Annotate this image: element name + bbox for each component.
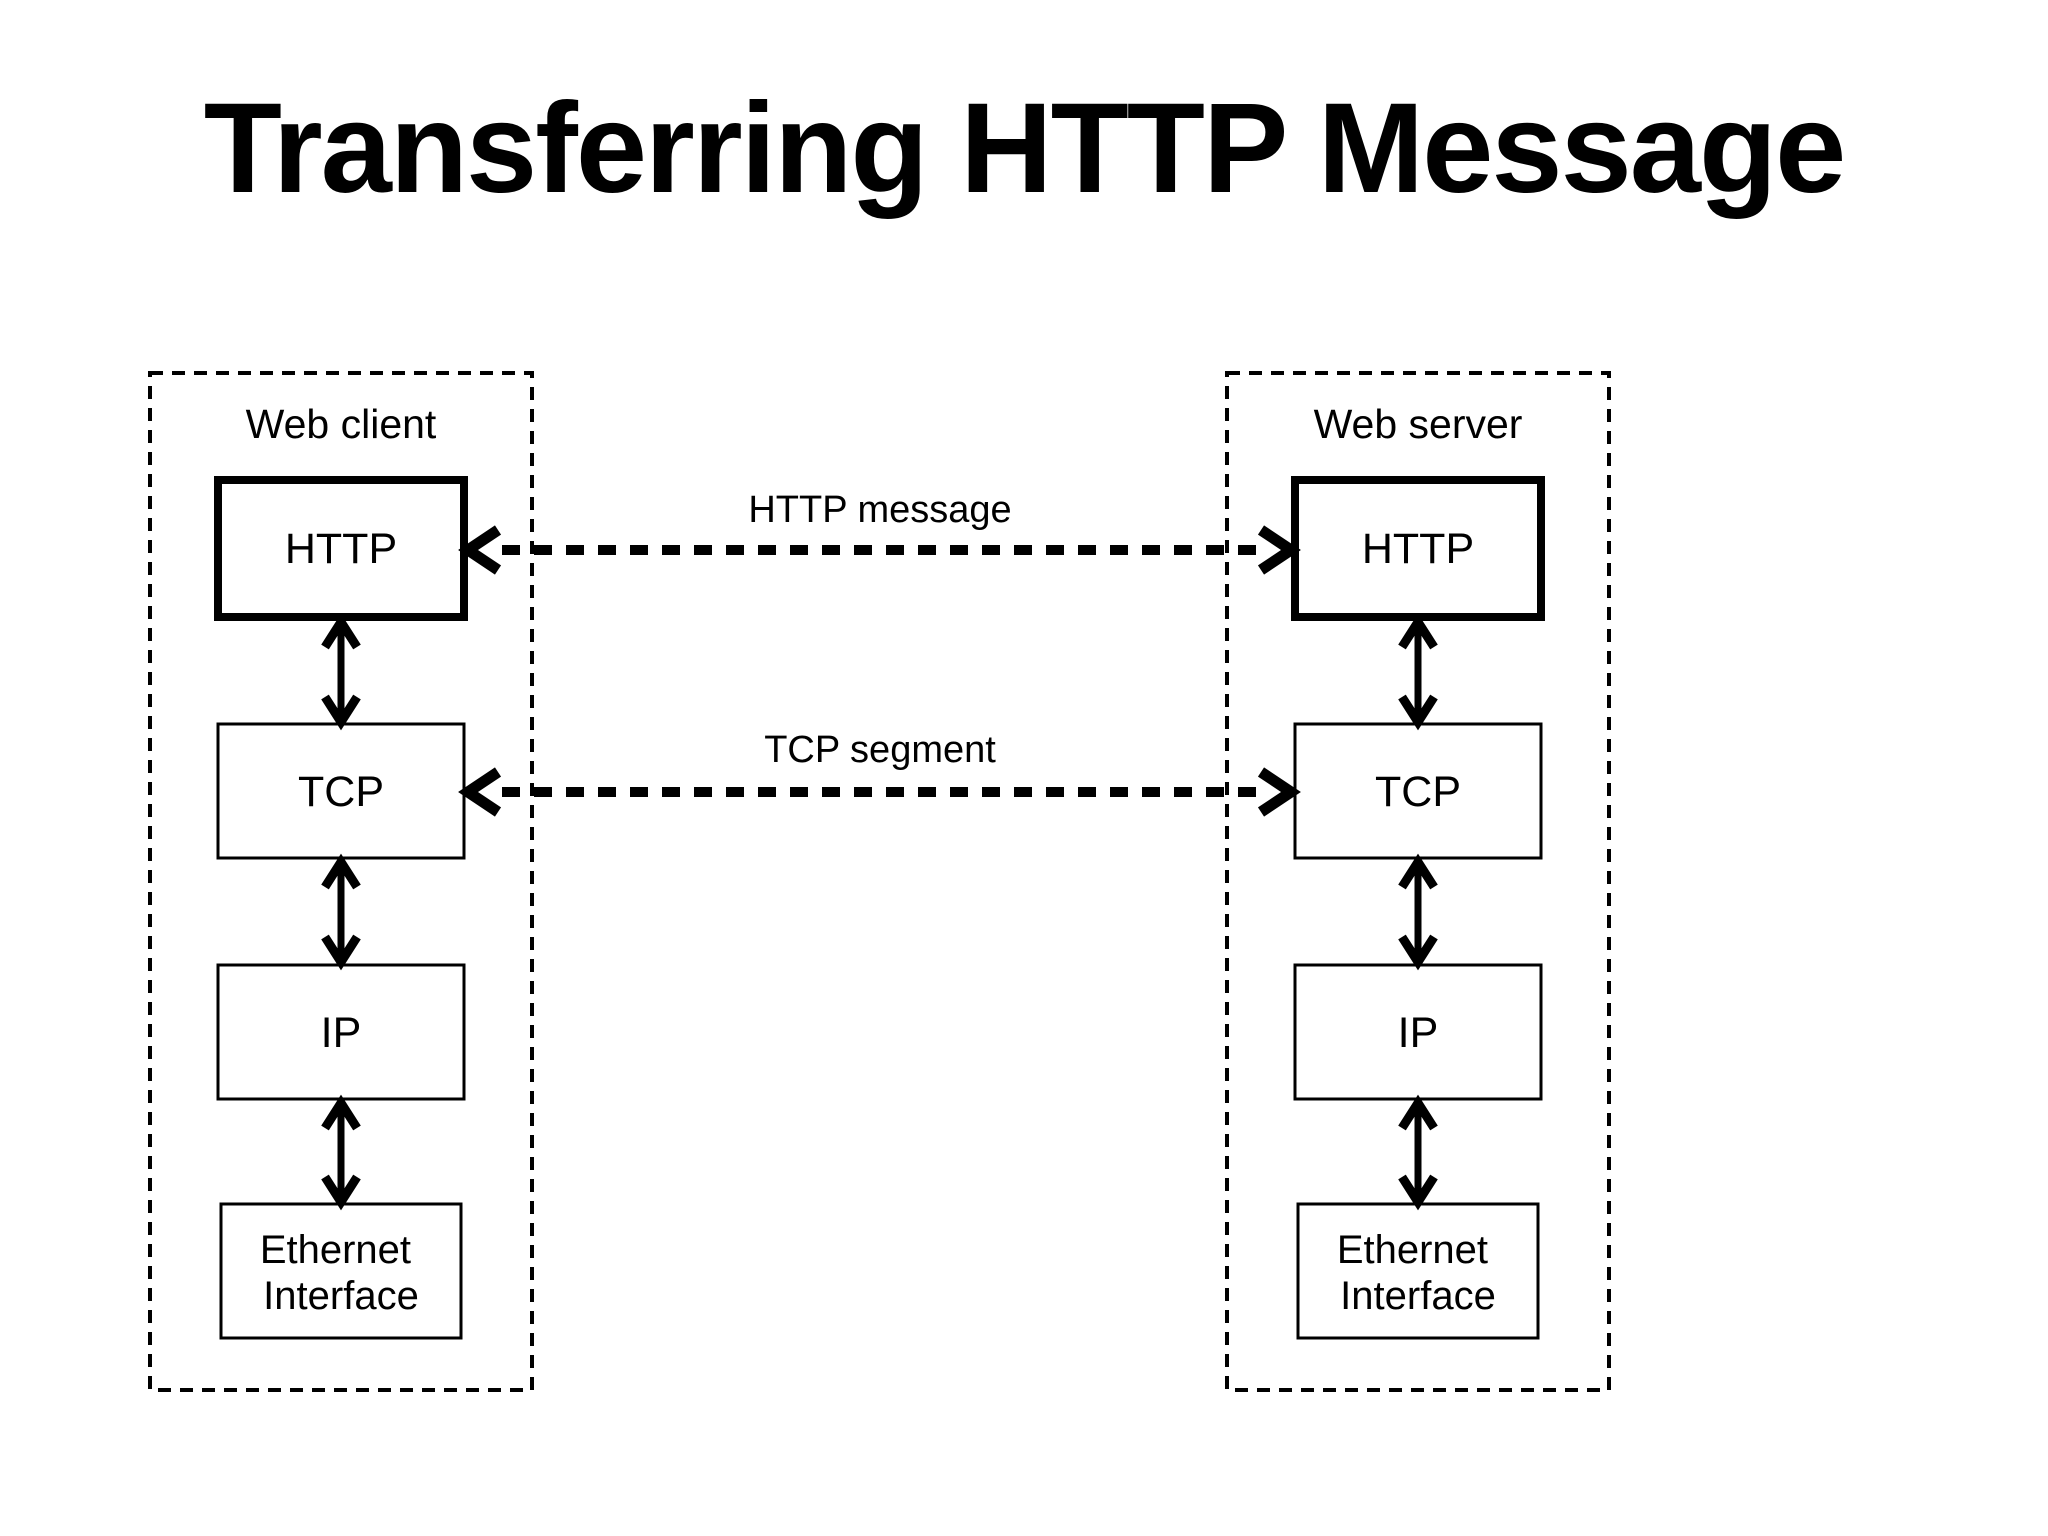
tcp-segment-right-head [1257, 767, 1301, 817]
arrow-up-head [1398, 853, 1438, 890]
tcp-segment-connection: TCP segment [458, 729, 1301, 817]
arrow-down-head [321, 1174, 361, 1211]
client-tcp-box [216, 722, 466, 860]
server-http-tcp-arrow [1398, 613, 1438, 731]
http-message-connection: HTTP message [458, 489, 1301, 575]
web-client-label: Web client [246, 401, 437, 447]
arrow-up-head [1398, 613, 1438, 650]
server-tcp-ip-arrow [1398, 853, 1438, 971]
server-tcp-box [1293, 722, 1543, 860]
web-server-container [1225, 371, 1611, 1392]
client-http-tcp-arrow [321, 613, 361, 731]
web-client-container [148, 371, 534, 1392]
web-server-label: Web server [1314, 401, 1523, 447]
client-ethernet-box [219, 1202, 463, 1340]
arrow-down-head [321, 934, 361, 971]
server-http-label: HTTP [1362, 525, 1474, 573]
page-title: Transferring HTTP Message [204, 77, 1845, 220]
server-ethernet-label-line2: Interface [1340, 1274, 1496, 1318]
client-tcp-ip-arrow [321, 853, 361, 971]
arrow-up-head [1398, 1094, 1438, 1131]
client-ip-ethernet-arrow [321, 1094, 361, 1211]
http-message-right-head [1257, 525, 1301, 575]
client-tcp-label: TCP [298, 768, 384, 816]
client-ip-label: IP [321, 1009, 362, 1057]
tcp-segment-left-head [458, 767, 502, 817]
server-ethernet-box [1296, 1202, 1540, 1340]
arrow-down-head [1398, 934, 1438, 971]
server-ip-ethernet-arrow [1398, 1094, 1438, 1211]
client-ethernet-label-line1: Ethernet [260, 1228, 411, 1272]
client-ethernet-label: Ethernet Interface [260, 1228, 422, 1318]
server-ip-label: IP [1398, 1009, 1439, 1057]
client-http-label: HTTP [285, 525, 397, 573]
server-tcp-label: TCP [1375, 768, 1461, 816]
arrow-down-head [1398, 1174, 1438, 1211]
web-client-stack: Web client HTTP TCP IP Ethernet Interfac… [148, 371, 534, 1392]
server-ethernet-label-line1: Ethernet [1337, 1228, 1488, 1272]
server-ip-box [1293, 963, 1543, 1101]
web-server-stack: Web server HTTP TCP IP Ethernet Interfac… [1225, 371, 1611, 1392]
client-ethernet-label-line2: Interface [263, 1274, 419, 1318]
server-ethernet-label: Ethernet Interface [1337, 1228, 1499, 1318]
arrow-down-head [321, 694, 361, 731]
arrow-up-head [321, 853, 361, 890]
tcp-segment-label: TCP segment [764, 729, 996, 771]
http-message-left-head [458, 525, 502, 575]
client-ip-box [216, 963, 466, 1101]
arrow-up-head [321, 1094, 361, 1131]
arrow-down-head [1398, 694, 1438, 731]
arrow-up-head [321, 613, 361, 650]
http-message-label: HTTP message [748, 489, 1011, 531]
